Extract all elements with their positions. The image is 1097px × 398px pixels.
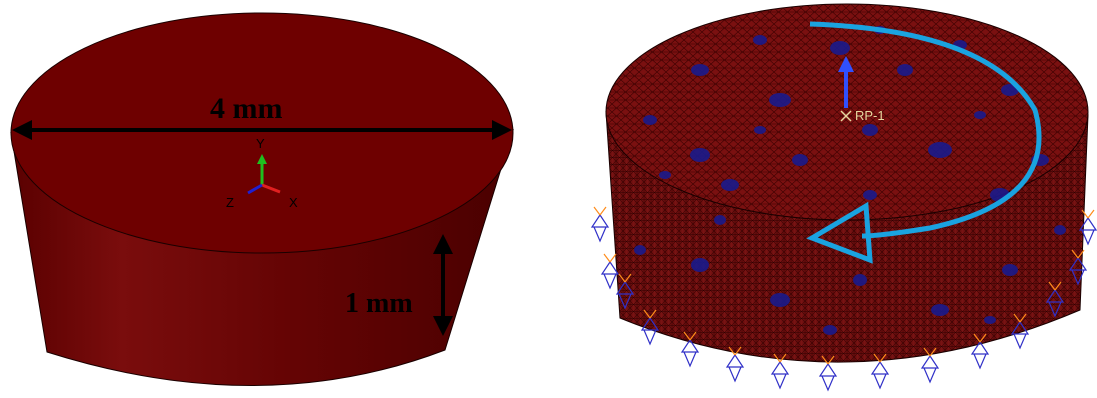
height-label: 1 mm <box>345 288 413 319</box>
left-disk-top <box>10 12 514 254</box>
constraint-marker <box>1068 249 1088 286</box>
rotation-arrow-arc <box>809 21 1042 239</box>
constraint-marker <box>615 273 635 310</box>
right-mesh-model: RP-1 <box>590 3 1097 392</box>
axis-triad: Y X Z <box>226 136 298 210</box>
constraint-marker <box>920 347 940 384</box>
constraint-marker <box>680 331 700 368</box>
constraint-marker <box>1010 313 1030 350</box>
z-axis-arrow <box>247 183 263 195</box>
triad-z-label: Z <box>226 195 234 210</box>
boundary-constraints <box>590 206 1097 392</box>
y-axis-head <box>257 154 267 164</box>
constraint-marker <box>970 333 990 370</box>
constraint-marker <box>818 355 838 392</box>
constraint-marker <box>870 353 890 390</box>
x-axis-arrow <box>261 183 281 194</box>
diameter-label: 4 mm <box>210 92 282 125</box>
pore-cluster-side <box>634 215 1066 335</box>
rotation-arrow <box>806 21 1042 264</box>
left-disk-model: 4 mm 1 mm Y X Z <box>10 12 514 386</box>
reference-point: RP-1 <box>838 56 885 123</box>
constraint-marker <box>600 253 620 290</box>
constraint-marker <box>640 309 660 346</box>
constraint-marker <box>725 346 745 383</box>
triad-y-label: Y <box>256 136 265 151</box>
rp-cross-icon <box>840 110 852 122</box>
constraint-marker <box>1078 209 1097 246</box>
rp-label: RP-1 <box>855 108 885 123</box>
rotation-arrow-head <box>806 201 873 264</box>
triad-x-label: X <box>289 195 298 210</box>
constraint-marker <box>1045 281 1065 318</box>
constraint-marker <box>590 206 610 243</box>
constraint-marker <box>770 353 790 390</box>
rp-load-arrow-head <box>838 56 854 72</box>
